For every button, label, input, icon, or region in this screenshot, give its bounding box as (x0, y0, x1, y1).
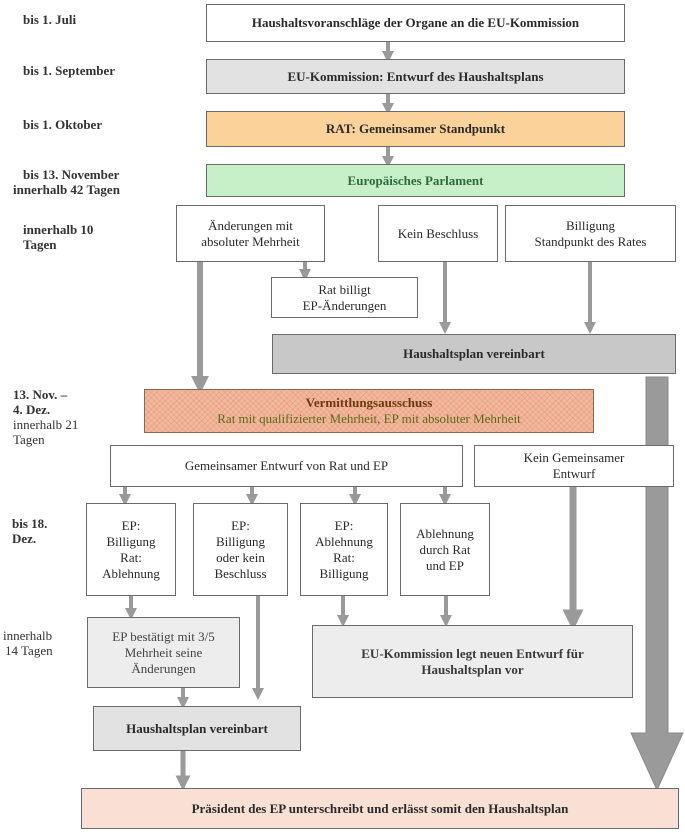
label-bis-18-dez: bis 18. Dez. (12, 516, 48, 546)
box-ep-ablehnung-rat-billigung: EP: Ablehnung Rat: Billigung (300, 503, 388, 596)
box-haushaltsplan-vereinbart-bottom: Haushaltsplan vereinbart (93, 706, 301, 751)
box-haushaltsplan-vereinbart-top: Haushaltsplan vereinbart (272, 334, 676, 374)
box-billigung-standpunkt-rates: Billigung Standpunkt des Rates (505, 205, 676, 262)
box-ep-billigung-oder-kein-beschluss: EP: Billigung oder kein Beschluss (193, 503, 288, 596)
label-innerhalb-14-tagen: innerhalb 14 Tagen (3, 628, 53, 658)
box-gemeinsamer-entwurf: Gemeinsamer Entwurf von Rat und EP (110, 445, 463, 487)
box-europaeisches-parlament: Europäisches Parlament (206, 164, 625, 197)
box-praesident-unterschreibt: Präsident des EP unterschreibt und erläs… (81, 788, 679, 829)
label-bis-1-oktober: bis 1. Oktober (23, 117, 103, 132)
box-ablehnung-durch-rat-und-ep: Ablehnung durch Rat und EP (400, 503, 490, 596)
box-kommission-entwurf: EU-Kommission: Entwurf des Haushaltsplan… (206, 59, 625, 94)
box-kein-beschluss: Kein Beschluss (378, 205, 498, 262)
box-kommission-neuer-entwurf: EU-Kommission legt neuen Entwurf für Hau… (312, 625, 633, 698)
box-rat-billigt-ep-aenderungen: Rat billigt EP-Änderungen (271, 277, 418, 318)
label-bis-1-september: bis 1. September (23, 63, 116, 78)
box-ep-bestaetigt-aenderungen: EP bestätigt mit 3/5 Mehrheit seine Ände… (87, 617, 240, 688)
label-13-nov-4-dez: 13. Nov. – 4. Dez. innerhalb 21 Tagen (13, 387, 79, 447)
label-bis-1-juli: bis 1. Juli (23, 12, 77, 27)
box-rat-gemeinsamer-standpunkt: RAT: Gemeinsamer Standpunkt (206, 111, 625, 147)
box-aenderungen-absolute-mehrheit: Änderungen mit absoluter Mehrheit (176, 205, 325, 262)
box-kein-gemeinsamer-entwurf: Kein Gemeinsamer Entwurf (474, 445, 674, 487)
box-haushaltsvoranschlaege: Haushaltsvoranschläge der Organe an die … (206, 4, 625, 42)
label-bis-13-november: bis 13. November innerhalb 42 Tagen (13, 167, 120, 197)
label-innerhalb-10-tagen: innerhalb 10 Tagen (23, 222, 94, 252)
arrow-haushaltsplan-top-to-praesident (630, 376, 684, 792)
box-vermittlungsausschuss: Vermittlungsausschuss Rat mit qualifizie… (144, 389, 594, 433)
box-ep-billigung-rat-ablehnung: EP: Billigung Rat: Ablehnung (86, 503, 176, 596)
